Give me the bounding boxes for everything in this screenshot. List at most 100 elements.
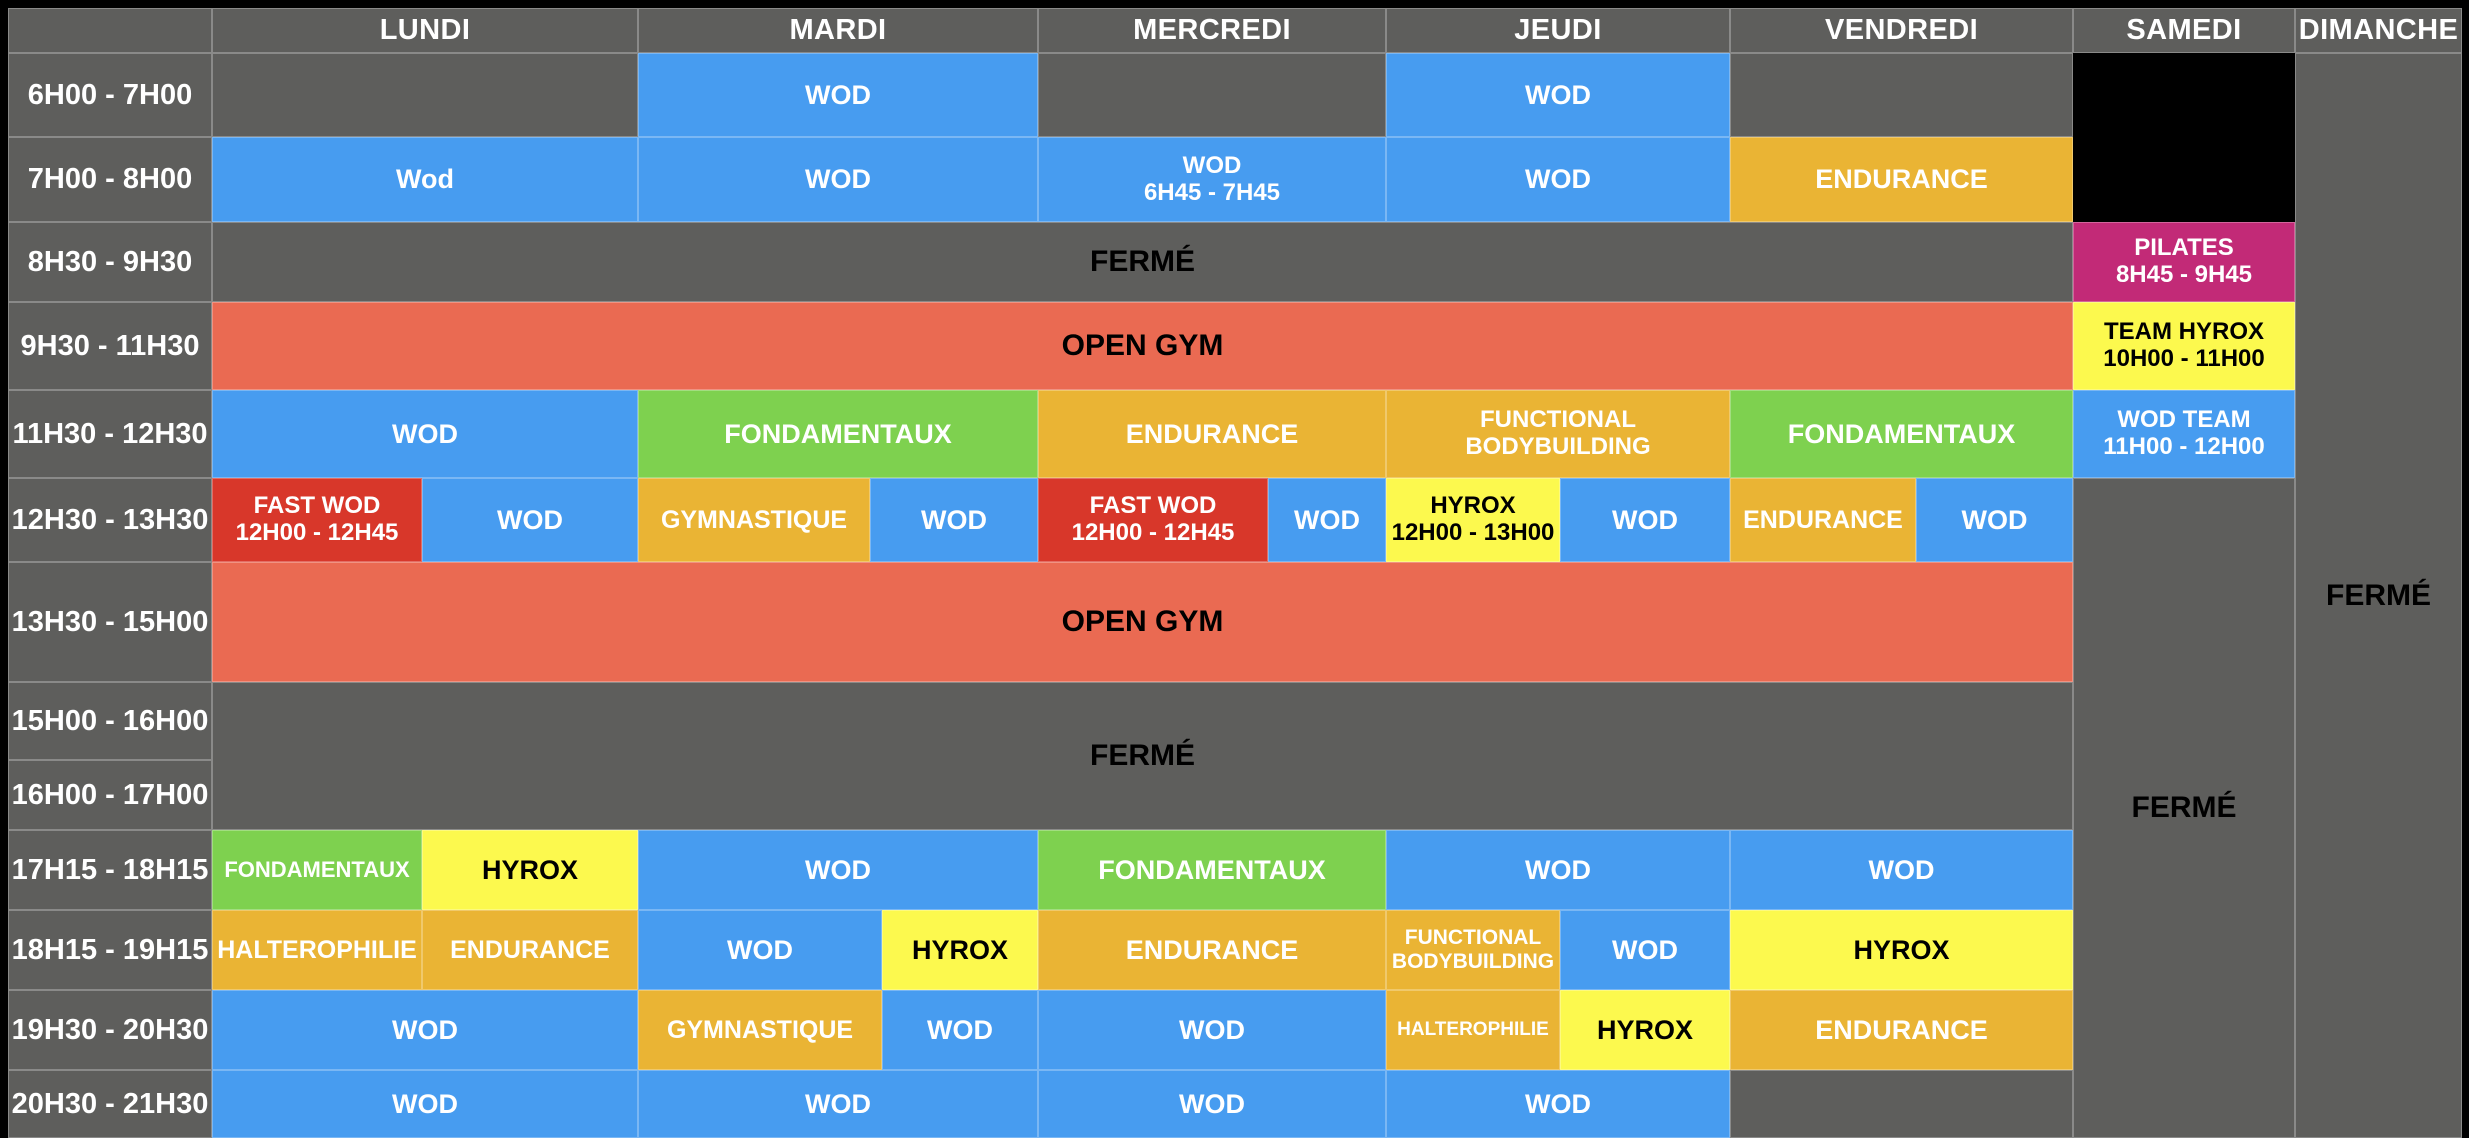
slot-samedi-closed: FERMÉ [2073,478,2295,1138]
slot-lundi-10a[interactable]: HALTEROPHILIE [212,910,422,990]
header-dimanche: DIMANCHE [2295,8,2462,53]
slot-mardi-0-label: WOD [805,79,871,110]
closed-band-afternoon: FERMÉ [212,682,2073,830]
slot-mardi-10a-label: WOD [727,934,793,965]
header-jeudi-label: JEUDI [1514,14,1602,47]
slot-mercredi-11[interactable]: WOD [1038,990,1386,1070]
header-samedi: SAMEDI [2073,8,2295,53]
slot-jeudi-11a[interactable]: HALTEROPHILIE [1386,990,1560,1070]
slot-vendredi-10[interactable]: HYROX [1730,910,2073,990]
slot-vendredi-9[interactable]: WOD [1730,830,2073,910]
slot-samedi-pilates-sublabel: 8H45 - 9H45 [2115,261,2253,288]
slot-lundi-11-label: WOD [392,1014,458,1045]
slot-mercredi-12[interactable]: WOD [1038,1070,1386,1138]
slot-vendredi-4[interactable]: FONDAMENTAUX [1730,390,2073,478]
slot-vendredi-5b-label: WOD [1961,504,2028,535]
slot-mardi-11b-label: WOD [927,1014,993,1045]
slot-mardi-5b[interactable]: WOD [870,478,1038,562]
time-label-5-label: 12H30 - 13H30 [11,503,209,536]
slot-mardi-1[interactable]: WOD [638,137,1038,222]
header-vendredi-label: VENDREDI [1824,14,1979,47]
slot-jeudi-9-label: WOD [1525,854,1591,885]
slot-mercredi-4-label: ENDURANCE [1125,418,1299,449]
slot-lundi-9b-label: HYROX [481,854,579,885]
slot-vendredi-1[interactable]: ENDURANCE [1730,137,2073,222]
slot-jeudi-5a-label: HYROX [1430,492,1516,520]
slot-vendredi-11[interactable]: ENDURANCE [1730,990,2073,1070]
slot-vendredi-12[interactable] [1730,1070,2073,1138]
slot-mardi-0[interactable]: WOD [638,53,1038,137]
slot-vendredi-5b[interactable]: WOD [1916,478,2073,562]
slot-lundi-5b[interactable]: WOD [422,478,638,562]
slot-mardi-5a[interactable]: GYMNASTIQUE [638,478,870,562]
time-label-3-label: 9H30 - 11H30 [20,329,200,362]
slot-mercredi-5b-label: WOD [1294,504,1360,535]
open-gym-morning: OPEN GYM [212,302,2073,390]
time-label-1: 7H00 - 8H00 [8,137,212,222]
slot-lundi-12[interactable]: WOD [212,1070,638,1138]
slot-mardi-9[interactable]: WOD [638,830,1038,910]
slot-jeudi-0[interactable]: WOD [1386,53,1730,137]
slot-lundi-0[interactable] [212,53,638,137]
slot-mercredi-5a-sublabel: 12H00 - 12H45 [1071,519,1235,546]
slot-mardi-4[interactable]: FONDAMENTAUX [638,390,1038,478]
time-label-12: 20H30 - 21H30 [8,1070,212,1138]
slot-mercredi-12-label: WOD [1179,1088,1245,1119]
slot-mardi-1-label: WOD [805,164,871,195]
slot-mercredi-4[interactable]: ENDURANCE [1038,390,1386,478]
slot-mercredi-10[interactable]: ENDURANCE [1038,910,1386,990]
time-label-9-label: 17H15 - 18H15 [11,853,209,886]
slot-jeudi-5b[interactable]: WOD [1560,478,1730,562]
slot-mardi-11a[interactable]: GYMNASTIQUE [638,990,882,1070]
open-gym-morning-label: OPEN GYM [1061,329,1224,363]
slot-dimanche-closed-label: FERMÉ [2326,578,2431,612]
slot-mardi-10b-label: HYROX [911,934,1009,965]
slot-jeudi-10b-label: WOD [1612,934,1678,965]
slot-jeudi-11b[interactable]: HYROX [1560,990,1730,1070]
header-samedi-label: SAMEDI [2126,14,2242,47]
slot-jeudi-1[interactable]: WOD [1386,137,1730,222]
slot-mardi-10b[interactable]: HYROX [882,910,1038,990]
slot-mercredi-9-label: FONDAMENTAUX [1098,854,1326,885]
time-label-0: 6H00 - 7H00 [8,53,212,137]
slot-lundi-11[interactable]: WOD [212,990,638,1070]
time-label-9: 17H15 - 18H15 [8,830,212,910]
slot-lundi-1[interactable]: Wod [212,137,638,222]
slot-vendredi-0[interactable] [1730,53,2073,137]
time-label-8-label: 16H00 - 17H00 [11,778,209,811]
slot-lundi-4[interactable]: WOD [212,390,638,478]
slot-mardi-12-label: WOD [805,1088,871,1119]
header-dimanche-label: DIMANCHE [2298,14,2459,47]
slot-jeudi-9[interactable]: WOD [1386,830,1730,910]
slot-mardi-10a[interactable]: WOD [638,910,882,990]
slot-lundi-9b[interactable]: HYROX [422,830,638,910]
slot-jeudi-10a-label: FUNCTIONAL [1404,926,1542,950]
slot-mardi-12[interactable]: WOD [638,1070,1038,1138]
time-label-7-label: 15H00 - 16H00 [11,704,209,737]
slot-lundi-10b[interactable]: ENDURANCE [422,910,638,990]
slot-samedi-wod-team-sublabel: 11H00 - 12H00 [2103,433,2265,460]
time-label-7: 15H00 - 16H00 [8,682,212,760]
slot-vendredi-5a-label: ENDURANCE [1743,506,1903,534]
slot-mardi-4-label: FONDAMENTAUX [724,418,952,449]
slot-lundi-12-label: WOD [392,1088,458,1119]
slot-vendredi-5a[interactable]: ENDURANCE [1730,478,1916,562]
time-label-5: 12H30 - 13H30 [8,478,212,562]
slot-mercredi-9[interactable]: FONDAMENTAUX [1038,830,1386,910]
slot-jeudi-12[interactable]: WOD [1386,1070,1730,1138]
slot-lundi-9a[interactable]: FONDAMENTAUX [212,830,422,910]
slot-mercredi-5b[interactable]: WOD [1268,478,1386,562]
slot-jeudi-10b[interactable]: WOD [1560,910,1730,990]
slot-mardi-11b[interactable]: WOD [882,990,1038,1070]
slot-mercredi-0[interactable] [1038,53,1386,137]
